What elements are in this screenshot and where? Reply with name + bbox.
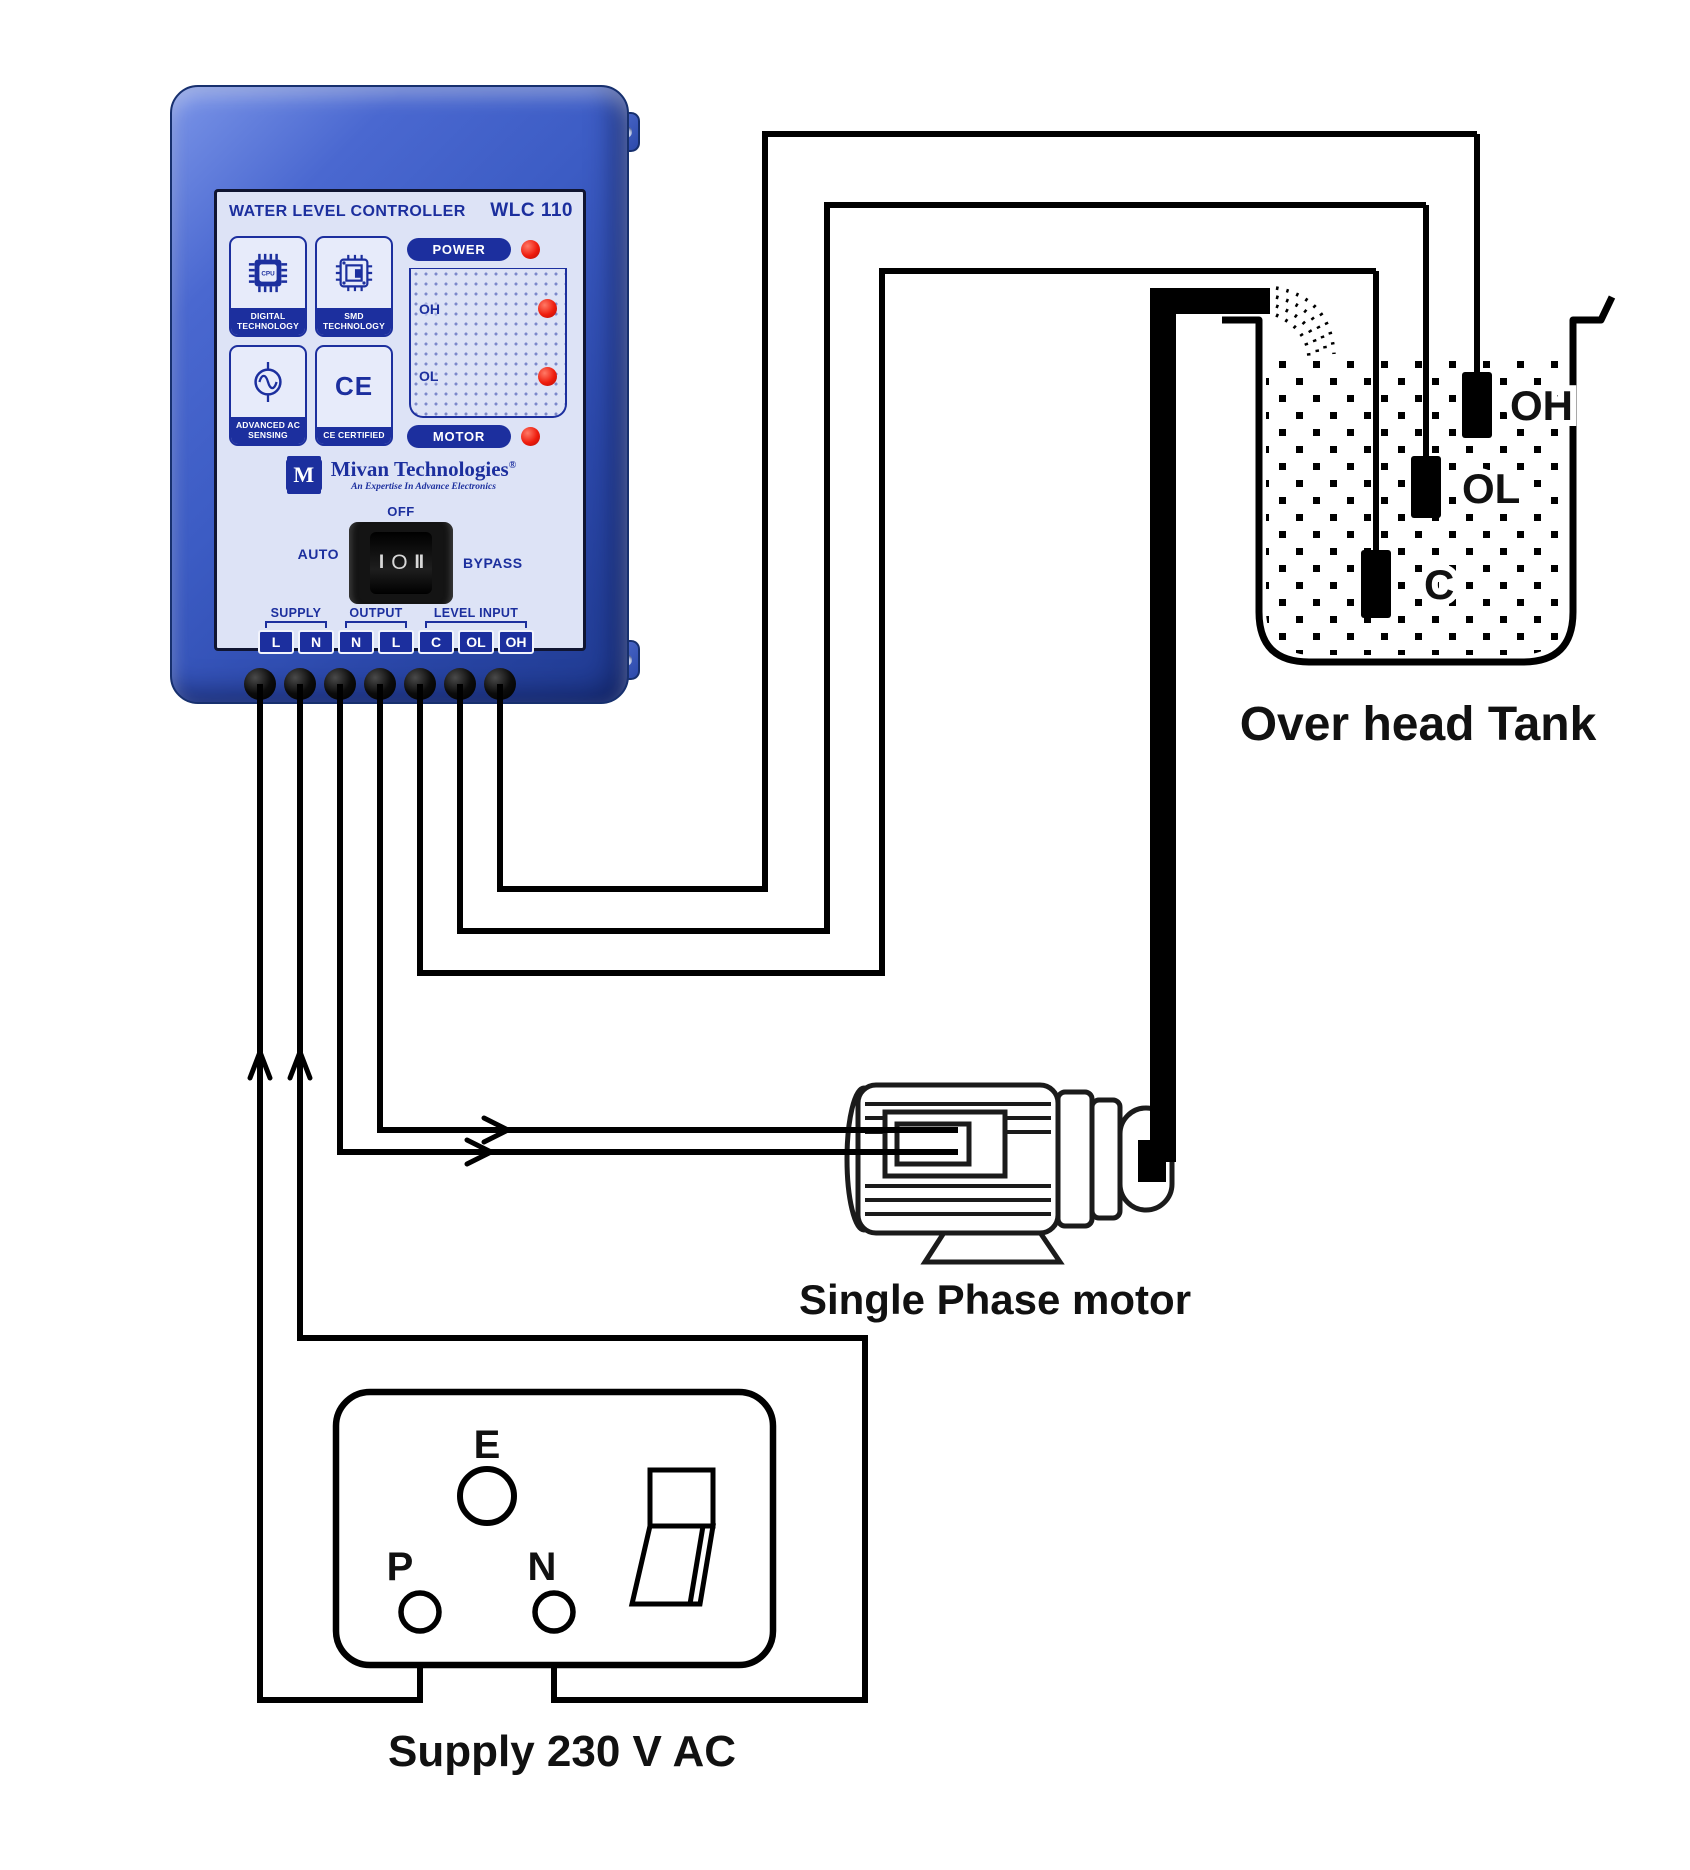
brand-name: Mivan Technologies® [330, 456, 517, 481]
terminal-label-input-ol: OL [458, 630, 494, 654]
terminal-label-input-c: C [418, 630, 454, 654]
wire-output-l [377, 684, 958, 1133]
level-indicator-beaker: OH OL [409, 268, 567, 418]
sensor-ol-label: OL [1462, 465, 1520, 512]
terminal-group-output: OUTPUT N L [337, 606, 415, 654]
socket-phase-label: P [387, 1545, 414, 1589]
arrow-right-output-n [464, 1137, 494, 1167]
water-level-controller-unit: WATER LEVEL CONTROLLER WLC 110 [170, 85, 629, 704]
sensor-c-label: C [1424, 561, 1454, 608]
controller-front-panel: WATER LEVEL CONTROLLER WLC 110 [214, 189, 586, 654]
arrow-right-output-l [481, 1115, 511, 1145]
pipe-coupling [1138, 1140, 1166, 1182]
ce-mark-icon: CE [334, 371, 374, 402]
brand-tagline: An Expertise In Advance Electronics [351, 481, 496, 492]
rocker-face: I O II [370, 532, 432, 594]
mivan-logo-icon: M [285, 459, 322, 491]
terminal-group-level-input: LEVEL INPUT C OL OH [417, 606, 535, 654]
motor-indicator-label: MOTOR [407, 425, 511, 448]
socket-earth-label: E [474, 1423, 501, 1467]
motor-end-cap [844, 1085, 884, 1233]
arrow-up-n [287, 1049, 313, 1081]
wire-oh [497, 131, 1477, 892]
feature-label: CE CERTIFIED [317, 426, 391, 444]
supply-socket: E P N [332, 1388, 777, 1669]
svg-text:CPU: CPU [261, 270, 275, 277]
power-led [521, 240, 540, 259]
terminal-label-input-oh: OH [498, 630, 534, 654]
supply-caption: Supply 230 V AC [388, 1727, 736, 1776]
smd-chip-icon [317, 238, 391, 308]
overhead-tank-outline [1222, 295, 1616, 666]
tank-caption: Over head Tank [1240, 698, 1597, 751]
mode-rocker-switch: I O II [349, 522, 453, 604]
arrow-up-l [247, 1049, 273, 1081]
socket-pin-earth [457, 1466, 517, 1526]
motor-ring-1 [1055, 1089, 1095, 1229]
tank-water [1266, 352, 1566, 655]
motor-terminal-box [882, 1109, 1008, 1179]
switch-bypass-label: BYPASS [463, 555, 523, 571]
sensor-ol [1411, 456, 1441, 518]
sensor-oh-label: OH [1510, 382, 1573, 429]
socket-neutral-label: N [528, 1545, 557, 1589]
socket-switch [628, 1467, 716, 1607]
terminal-strip: SUPPLY L N OUTPUT N L LEVEL IN [229, 606, 573, 664]
switch-auto-label: AUTO [297, 546, 339, 562]
socket-pin-phase [398, 1590, 442, 1634]
feature-tiles: CPU DIGITAL TECHNOLOGY [229, 236, 393, 448]
oh-led [538, 299, 557, 319]
mode-switch-block: AUTO OFF I O II BYPASS [229, 502, 573, 606]
cpu-chip-icon: CPU [231, 238, 305, 308]
feature-tile-ac-sensing: ADVANCED AC SENSING [229, 345, 307, 446]
sine-wave-icon [231, 347, 305, 417]
feature-label: ADVANCED AC SENSING [231, 416, 305, 444]
feature-tile-ce: CE CE CERTIFIED [315, 345, 393, 446]
terminal-label-supply-n: N [298, 630, 334, 654]
single-phase-motor [844, 1082, 1175, 1265]
terminal-label-output-l: L [378, 630, 414, 654]
socket-pin-neutral [532, 1590, 576, 1634]
feature-label: SMD TECHNOLOGY [317, 307, 391, 335]
motor-body [855, 1082, 1061, 1236]
ol-indicator-label: OL [419, 368, 439, 385]
terminal-group-supply: SUPPLY L N [257, 606, 335, 654]
tank-sensors: OH OL C [1361, 134, 1579, 618]
indicator-column: POWER OH OL MOTOR [407, 236, 573, 448]
wire-output-n [337, 684, 958, 1155]
power-indicator-label: POWER [407, 238, 511, 261]
oh-indicator-label: OH [419, 300, 440, 317]
sensor-c [1361, 550, 1391, 618]
controller-title: WATER LEVEL CONTROLLER [229, 203, 466, 220]
switch-off-label: OFF [387, 504, 415, 519]
motor-led [521, 427, 540, 446]
feature-tile-digital: CPU DIGITAL TECHNOLOGY [229, 236, 307, 337]
motor-ring-2 [1089, 1097, 1123, 1221]
wire-supply-n [297, 684, 868, 1703]
motor-caption: Single Phase motor [799, 1276, 1191, 1323]
motor-base [920, 1225, 1065, 1265]
wire-arrows [247, 1049, 511, 1167]
terminal-label-supply-l: L [258, 630, 294, 654]
water-delivery-pipe [1150, 288, 1270, 1162]
wire-supply-l [257, 684, 423, 1703]
controller-model: WLC 110 [490, 200, 573, 221]
ol-led [538, 366, 557, 386]
brand-block: M Mivan Technologies® An Expertise In Ad… [229, 448, 573, 502]
sensor-oh [1462, 372, 1492, 438]
feature-tile-smd: SMD TECHNOLOGY [315, 236, 393, 337]
terminal-label-output-n: N [338, 630, 374, 654]
socket-outline [332, 1388, 777, 1669]
motor-shaft-cap [1117, 1105, 1175, 1213]
feature-label: DIGITAL TECHNOLOGY [231, 307, 305, 335]
water-spray [1275, 286, 1336, 361]
